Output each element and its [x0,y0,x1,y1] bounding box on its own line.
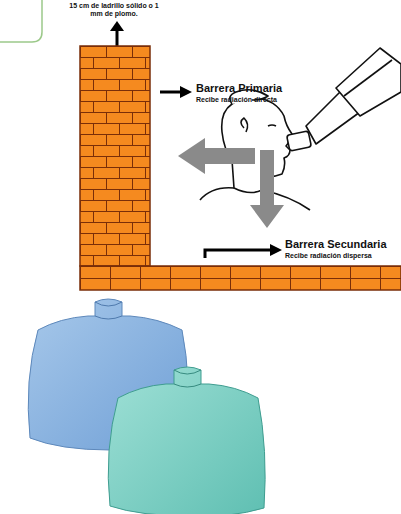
pointer-arrowhead [270,244,282,256]
scatter-arrow-down [250,150,284,228]
scatter-arrow-left [178,138,255,174]
brick-floor [80,266,401,290]
barrier-title: Barrera Primaria [196,82,316,94]
up-arrow [116,30,119,46]
pointer-arrowhead [180,86,192,98]
pointer-arrow [160,91,182,94]
barrier-subtitle: Recibe radiación directa [196,96,326,104]
barrier-title: Barrera Secundaria [285,238,399,250]
xray-tube [287,48,401,151]
barrier-subtitle: Recibe radiación dispersa [285,252,399,260]
wall-note: 15 cm de ladrillo sólido o 1 mm de plomo… [66,2,162,17]
brick-wall [80,46,150,266]
up-arrowhead [110,21,124,31]
thyroid-collar-teal [108,367,265,514]
frame-corner [0,0,42,42]
pointer-arrow [205,250,272,258]
